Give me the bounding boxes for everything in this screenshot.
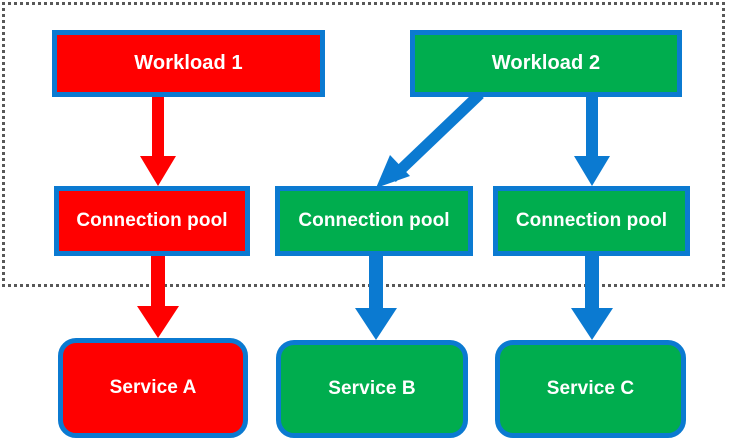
node-connection-pool-2-label: Connection pool [298, 210, 450, 232]
node-workload-1[interactable]: Workload 1 [52, 30, 325, 97]
node-service-b-label: Service B [328, 378, 416, 400]
arrow-pool2-to-serviceB [346, 254, 406, 342]
node-connection-pool-3-label: Connection pool [515, 210, 668, 232]
arrow-workload2-to-pool2 [370, 90, 500, 190]
node-service-a[interactable]: Service A [58, 338, 248, 438]
arrow-workload2-to-pool3 [562, 94, 622, 188]
node-service-c-label: Service C [546, 378, 635, 400]
node-connection-pool-1[interactable]: Connection pool [54, 186, 250, 256]
node-connection-pool-2[interactable]: Connection pool [275, 186, 473, 256]
node-workload-2-label: Workload 2 [491, 52, 601, 75]
arrow-pool3-to-serviceC [562, 254, 622, 342]
node-connection-pool-3[interactable]: Connection pool [493, 186, 690, 256]
node-connection-pool-1-label: Connection pool [76, 210, 228, 232]
arrow-workload1-to-pool1 [128, 94, 188, 188]
node-workload-1-label: Workload 1 [134, 52, 243, 75]
node-service-c[interactable]: Service C [495, 340, 686, 438]
node-workload-2[interactable]: Workload 2 [410, 30, 682, 97]
node-service-a-label: Service A [109, 377, 197, 399]
node-service-b[interactable]: Service B [276, 340, 468, 438]
arrow-pool1-to-serviceA [128, 254, 188, 340]
